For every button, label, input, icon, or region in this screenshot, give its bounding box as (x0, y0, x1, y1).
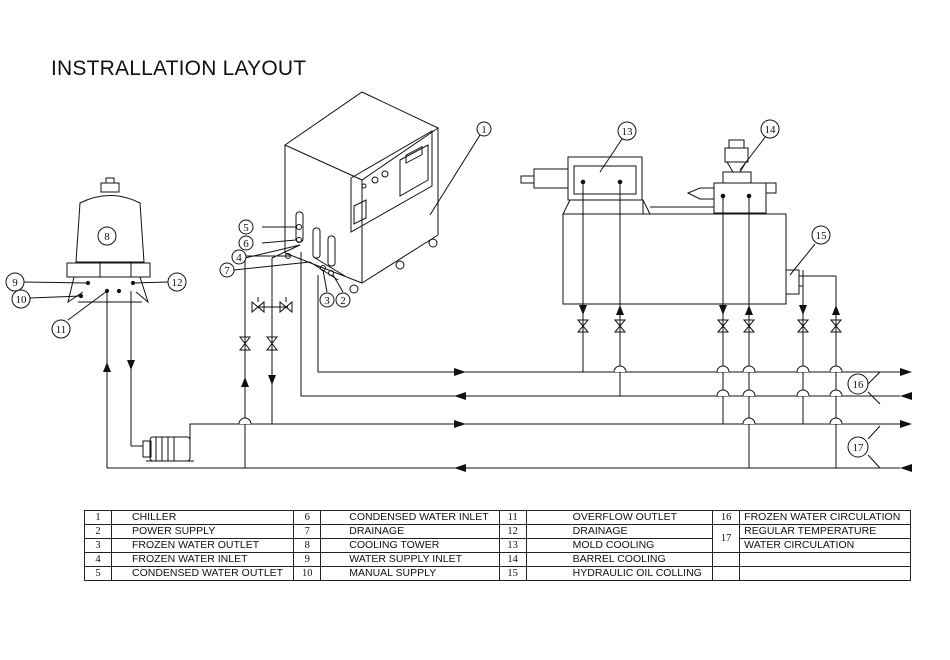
svg-text:9: 9 (12, 277, 18, 289)
callout-8 (97, 226, 117, 246)
svg-text:7: 7 (224, 265, 230, 277)
svg-text:5: 5 (243, 222, 249, 234)
page-title: INSTRALLATION LAYOUT (51, 57, 307, 80)
callout-11 (51, 319, 71, 339)
svg-text:12: 12 (172, 277, 183, 289)
svg-text:10: 10 (16, 294, 28, 306)
callout-leaders (23, 134, 881, 469)
svg-text:15: 15 (816, 230, 828, 242)
callout-15 (811, 225, 831, 245)
callout-6 (238, 235, 254, 251)
svg-text:17: 17 (853, 442, 865, 454)
callout-10 (11, 289, 31, 309)
callout-4 (231, 249, 247, 265)
legend-row: 3 FROZEN WATER OUTLET 8 COOLING TOWER 13… (84, 538, 911, 553)
callout-markers: 1 2 3 4 5 6 7 8 9 10 11 12 13 14 15 16 1… (5, 119, 869, 458)
callout-5 (238, 219, 254, 235)
svg-text:16: 16 (853, 379, 865, 391)
callout-14 (760, 119, 780, 139)
legend-row: 4 FROZEN WATER INLET 9 WATER SUPPLY INLE… (84, 552, 911, 567)
chiller-unit (283, 91, 440, 294)
svg-text:1: 1 (481, 124, 487, 136)
callout-1 (476, 121, 492, 137)
legend-row: 1 CHILLER 6 CONDENSED WATER INLET 11 OVE… (84, 510, 911, 525)
callout-16 (847, 373, 869, 395)
injection-machine (520, 139, 800, 305)
svg-text:13: 13 (622, 126, 634, 138)
svg-text:14: 14 (765, 124, 777, 136)
callout-2 (335, 292, 351, 308)
legend-table: 1 CHILLER 6 CONDENSED WATER INLET 11 OVE… (84, 510, 911, 581)
piping (106, 179, 900, 469)
pump-unit (142, 436, 194, 462)
flow-arrows (103, 305, 912, 472)
callout-12 (167, 272, 187, 292)
installation-diagram: 1 2 3 4 5 6 7 8 9 10 11 12 13 14 15 16 1… (5, 91, 912, 472)
callout-17 (847, 436, 869, 458)
valves (238, 297, 843, 351)
callout-3 (319, 292, 335, 308)
callout-13 (617, 121, 637, 141)
svg-text:3: 3 (324, 295, 330, 307)
svg-text:6: 6 (243, 238, 249, 250)
svg-text:2: 2 (340, 295, 346, 307)
svg-text:8: 8 (104, 231, 110, 243)
svg-text:4: 4 (236, 252, 242, 264)
callout-7 (219, 262, 235, 278)
svg-text:11: 11 (56, 324, 67, 336)
callout-9 (5, 272, 25, 292)
legend-row: 5 CONDENSED WATER OUTLET 10 MANUAL SUPPL… (84, 566, 911, 581)
legend-row: 2 POWER SUPPLY 7 DRAINAGE 12 DRAINAGE 17… (84, 524, 911, 553)
